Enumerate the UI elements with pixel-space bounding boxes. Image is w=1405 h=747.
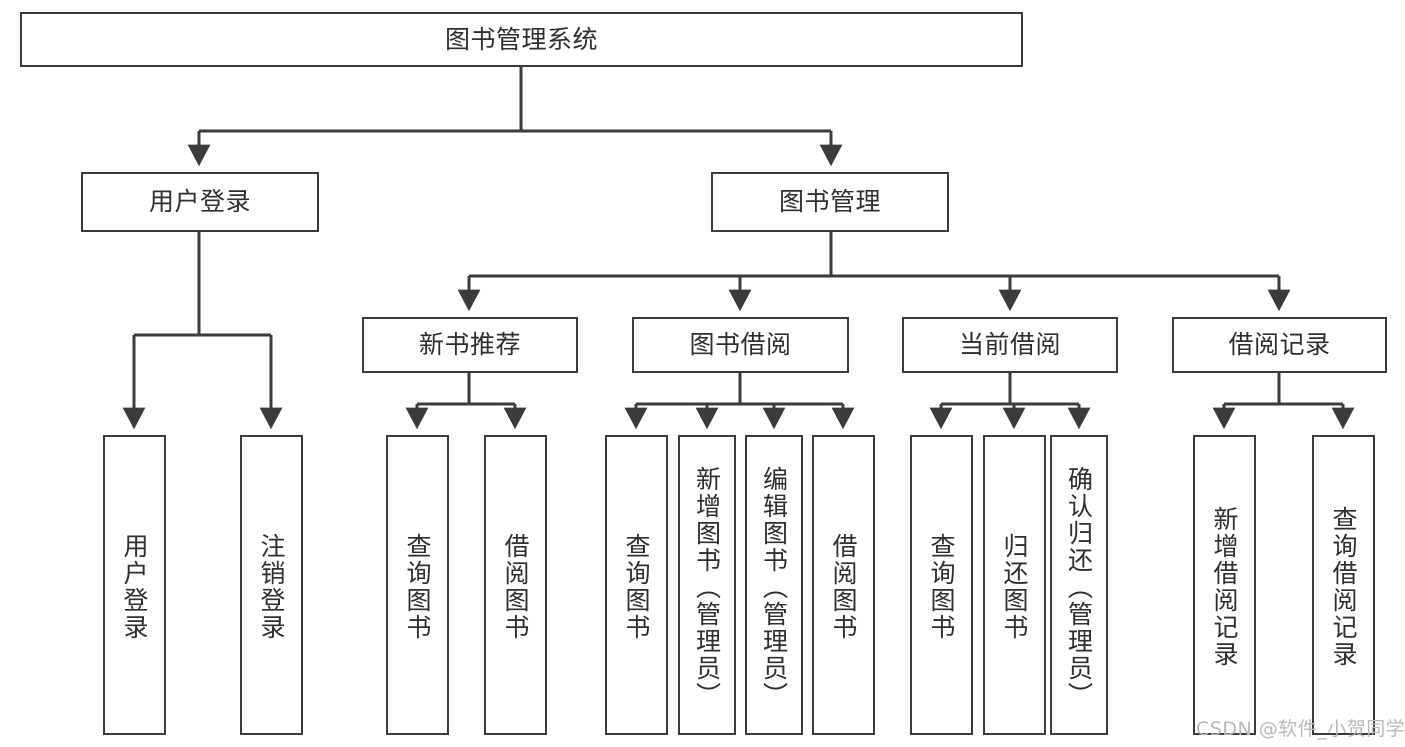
edge-group-book-manage <box>457 232 1291 312</box>
node-leaf-return-book-label: 归还图书 <box>1000 533 1029 641</box>
node-new-book-recommend-label: 新书推荐 <box>418 330 521 360</box>
node-leaf-confirm-return[interactable]: 确认归还（管理员） <box>1050 435 1108 735</box>
node-leaf-logout[interactable]: 注销登录 <box>240 435 303 735</box>
node-root-label: 图书管理系统 <box>444 24 598 54</box>
node-book-manage-label: 图书管理 <box>778 187 881 217</box>
node-leaf-query-record[interactable]: 查询借阅记录 <box>1312 435 1375 735</box>
node-leaf-query-book-3[interactable]: 查询图书 <box>910 435 973 735</box>
node-leaf-borrow-book-1-label: 借阅图书 <box>501 533 530 641</box>
node-leaf-edit-book-label: 编辑图书（管理员） <box>759 465 789 709</box>
node-root[interactable]: 图书管理系统 <box>20 12 1023 67</box>
node-book-borrow-label: 图书借阅 <box>689 330 792 360</box>
node-leaf-user-login[interactable]: 用户登录 <box>103 435 166 735</box>
node-leaf-query-book-2[interactable]: 查询图书 <box>605 435 668 735</box>
node-leaf-borrow-book-2-label: 借阅图书 <box>829 533 858 641</box>
edge-group-current-borrow <box>929 373 1091 430</box>
node-book-manage[interactable]: 图书管理 <box>711 172 949 232</box>
node-new-book-recommend[interactable]: 新书推荐 <box>362 317 578 373</box>
node-leaf-query-record-label: 查询借阅记录 <box>1329 506 1358 668</box>
edge-group-root <box>187 67 843 167</box>
node-leaf-add-record[interactable]: 新增借阅记录 <box>1193 435 1256 735</box>
node-leaf-user-login-label: 用户登录 <box>120 533 149 641</box>
node-leaf-query-book-1[interactable]: 查询图书 <box>386 435 449 735</box>
csdn-watermark: CSDN @软件_小贺同学 <box>1196 718 1405 740</box>
node-leaf-add-book[interactable]: 新增图书（管理员） <box>678 435 736 735</box>
node-book-borrow[interactable]: 图书借阅 <box>632 317 849 373</box>
node-leaf-query-book-1-label: 查询图书 <box>403 533 432 641</box>
node-leaf-return-book[interactable]: 归还图书 <box>983 435 1046 735</box>
node-leaf-add-record-label: 新增借阅记录 <box>1210 506 1239 668</box>
node-leaf-query-book-3-label: 查询图书 <box>927 533 956 641</box>
node-current-borrow-label: 当前借阅 <box>958 330 1061 360</box>
node-leaf-borrow-book-2[interactable]: 借阅图书 <box>812 435 875 735</box>
node-leaf-query-book-2-label: 查询图书 <box>622 533 651 641</box>
node-leaf-borrow-book-1[interactable]: 借阅图书 <box>484 435 547 735</box>
edge-group-user-login <box>122 232 283 430</box>
node-leaf-logout-label: 注销登录 <box>257 533 286 641</box>
edge-group-book-borrow <box>624 373 855 430</box>
node-user-login-label: 用户登录 <box>148 187 251 217</box>
node-leaf-confirm-return-label: 确认归还（管理员） <box>1064 465 1094 709</box>
edge-group-new-book-recommend <box>405 373 527 430</box>
node-user-login[interactable]: 用户登录 <box>81 172 319 232</box>
node-borrow-record-label: 借阅记录 <box>1228 330 1331 360</box>
node-leaf-edit-book[interactable]: 编辑图书（管理员） <box>745 435 803 735</box>
node-leaf-add-book-label: 新增图书（管理员） <box>692 465 722 709</box>
node-current-borrow[interactable]: 当前借阅 <box>902 317 1118 373</box>
node-borrow-record[interactable]: 借阅记录 <box>1172 317 1387 373</box>
edge-group-borrow-record <box>1212 373 1355 430</box>
